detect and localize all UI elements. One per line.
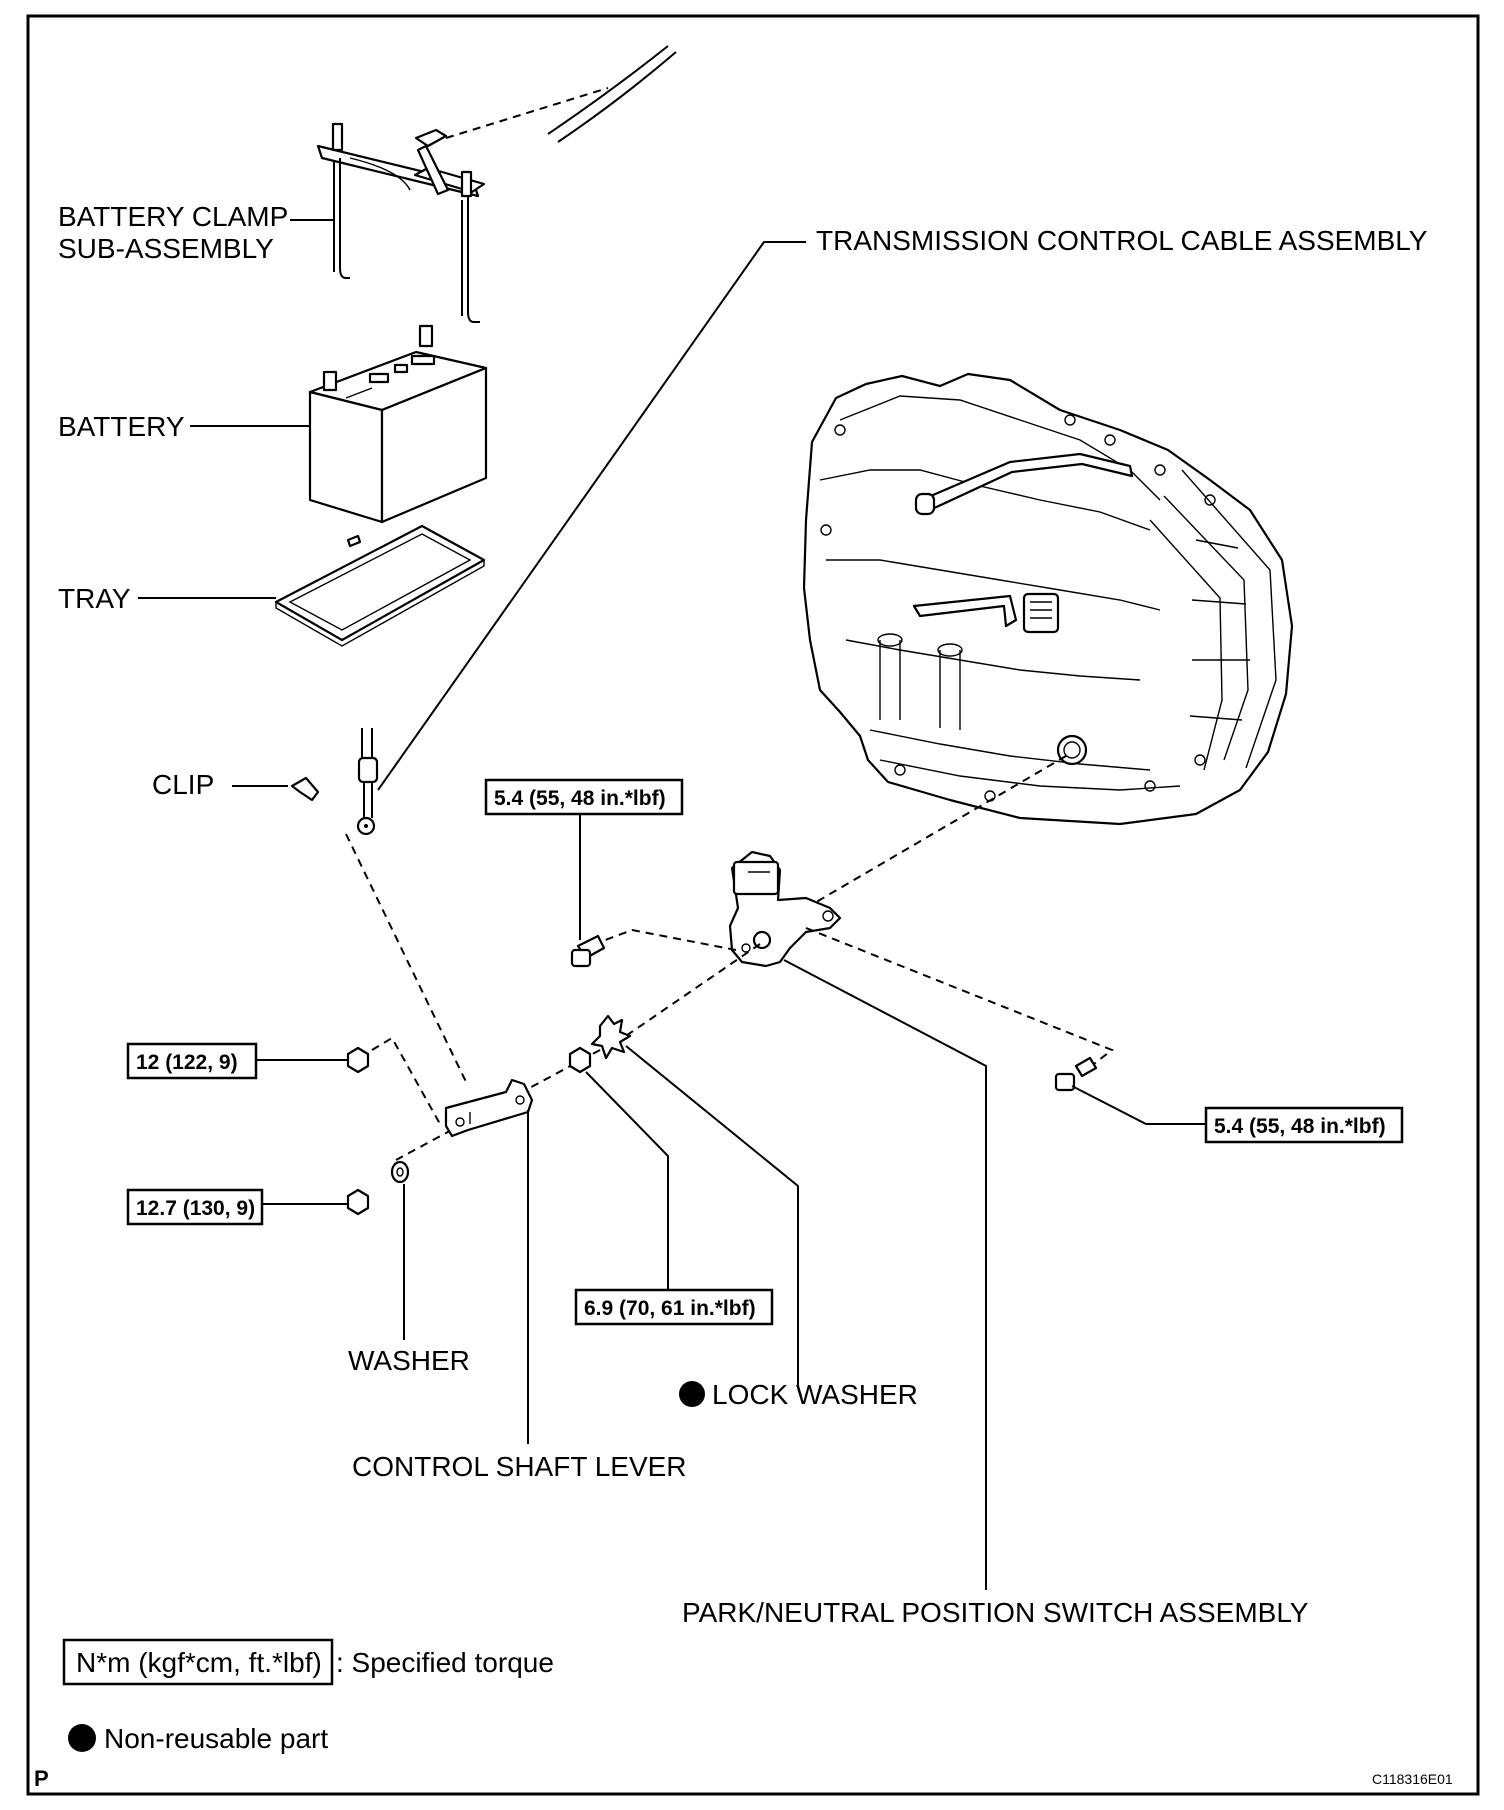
corner-letter: P <box>34 1766 49 1791</box>
legend: N*m (kgf*cm, ft.*lbf) : Specified torque… <box>62 1638 554 1754</box>
torque-box-lever-nut: 6.9 (70, 61 in.*lbf) <box>574 1288 774 1326</box>
transmission-control-cable-label: TRANSMISSION CONTROL CABLE ASSEMBLY <box>816 225 1428 256</box>
control-shaft-lever-drawing <box>444 1078 534 1138</box>
legend-nonreusable-dot <box>68 1724 96 1752</box>
legend-torque-box <box>62 1638 334 1686</box>
battery-clamp-drawing <box>316 122 486 323</box>
cable-end-drawing <box>356 728 379 836</box>
lock-washer-drawing <box>590 1014 632 1060</box>
lock-washer-label: LOCK WASHER <box>712 1379 918 1410</box>
washer-drawing <box>390 1160 410 1184</box>
battery-clamp-label-line1: BATTERY CLAMP <box>58 201 288 232</box>
torque-box-switch-bolt-right: 5.4 (55, 48 in.*lbf) <box>1204 1106 1404 1144</box>
tray-label: TRAY <box>58 583 131 614</box>
clamp-hook-guide <box>445 87 609 139</box>
battery-clamp-label-line2: SUB-ASSEMBLY <box>58 233 274 264</box>
battery-drawing <box>308 324 488 524</box>
park-neutral-switch-label: PARK/NEUTRAL POSITION SWITCH ASSEMBLY <box>682 1597 1309 1628</box>
switch-left-bolt-guide <box>583 928 737 951</box>
torque-lever-nut-text: 6.9 (70, 61 in.*lbf) <box>584 1297 756 1320</box>
diagram-frame <box>26 14 1480 1796</box>
clip-label: CLIP <box>152 769 214 800</box>
leader-switch-bolt-right <box>1071 1085 1206 1125</box>
figure-code: C118316E01 <box>1372 1771 1453 1787</box>
leader-lever-nut <box>585 1071 669 1290</box>
torque-switch-bolt-right-text: 5.4 (55, 48 in.*lbf) <box>1214 1115 1386 1138</box>
control-shaft-lever-label: CONTROL SHAFT LEVER <box>352 1451 687 1482</box>
leader-transmission-cable <box>377 241 806 791</box>
upper-nut-guide <box>371 1036 441 1125</box>
switch-bolt-left-drawing <box>570 934 606 968</box>
park-neutral-switch-drawing <box>728 850 842 968</box>
transaxle-drawing <box>802 372 1294 826</box>
leader-lock-washer <box>625 1045 799 1388</box>
upper-nut-drawing <box>346 1046 370 1074</box>
clip-drawing <box>290 776 320 802</box>
cable-top-line-2 <box>557 51 677 143</box>
legend-torque-text: : Specified torque <box>336 1647 554 1678</box>
switch-right-bolt-guide <box>805 927 1115 1071</box>
torque-switch-bolt-top-text: 5.4 (55, 48 in.*lbf) <box>494 787 666 810</box>
legend-nonreusable-text: Non-reusable part <box>104 1723 328 1754</box>
cable-to-lever-guide <box>345 833 469 1087</box>
switch-bolt-right-drawing <box>1054 1056 1098 1092</box>
lock-washer-nonreusable-dot <box>679 1381 705 1407</box>
torque-nut-upper-text: 12 (122, 9) <box>136 1051 238 1074</box>
lever-nut-drawing <box>568 1046 592 1074</box>
torque-box-switch-bolt-top: 5.4 (55, 48 in.*lbf) <box>484 778 684 816</box>
torque-box-nut-lower: 12.7 (130, 9) <box>126 1188 264 1226</box>
cable-top-line-1 <box>547 45 669 135</box>
tray-drawing <box>274 524 486 647</box>
lower-nut-drawing <box>346 1188 370 1216</box>
battery-label: BATTERY <box>58 411 185 442</box>
leader-park-neutral-switch <box>783 959 987 1590</box>
washer-label: WASHER <box>348 1345 470 1376</box>
switch-washer-guide <box>619 943 761 1041</box>
torque-nut-lower-text: 12.7 (130, 9) <box>136 1197 255 1220</box>
legend-torque-box-text: N*m (kgf*cm, ft.*lbf) <box>76 1647 322 1678</box>
torque-box-nut-upper: 12 (122, 9) <box>126 1042 258 1080</box>
